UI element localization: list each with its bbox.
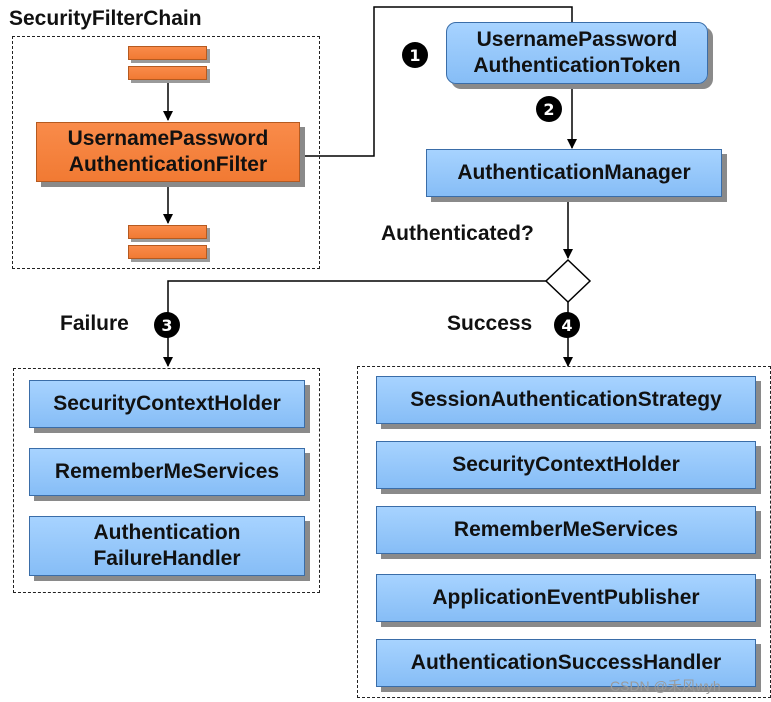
success-item-event-publisher: ApplicationEventPublisher	[376, 574, 756, 622]
step-3-badge: 3	[154, 312, 180, 338]
decision-label: Authenticated?	[381, 222, 534, 245]
chain-title: SecurityFilterChain	[9, 7, 202, 30]
filter-bar-top-1	[128, 46, 207, 60]
step-2-badge: 2	[536, 96, 562, 122]
failure-item-security-context-holder: SecurityContextHolder	[29, 380, 305, 428]
filter-bar-top-2	[128, 66, 207, 80]
success-label: Success	[447, 312, 533, 335]
success-item-security-context-holder: SecurityContextHolder	[376, 441, 756, 489]
authentication-manager-box: AuthenticationManager	[426, 149, 722, 197]
filter-bar-bottom-2	[128, 245, 207, 259]
filter-bar-bottom-1	[128, 225, 207, 239]
filter-chain-group	[12, 36, 320, 269]
success-item-session-strategy: SessionAuthenticationStrategy	[376, 376, 756, 424]
success-item-success-handler: AuthenticationSuccessHandler	[376, 639, 756, 687]
step-4-badge: 4	[554, 312, 580, 338]
failure-handlers-group	[13, 368, 320, 593]
failure-item-remember-me-services: RememberMeServices	[29, 448, 305, 496]
authentication-token-box: UsernamePassword AuthenticationToken	[446, 22, 708, 84]
step-1-badge: 1	[402, 42, 428, 68]
authentication-filter-box: UsernamePassword AuthenticationFilter	[36, 122, 300, 182]
watermark-text: CSDN @禾风wyh	[610, 678, 721, 694]
failure-item-failure-handler: Authentication FailureHandler	[29, 516, 305, 576]
success-item-remember-me-services: RememberMeServices	[376, 506, 756, 554]
filter-to-token-line	[300, 6, 573, 157]
decision-diamond	[544, 258, 592, 304]
failure-label: Failure	[60, 312, 129, 335]
